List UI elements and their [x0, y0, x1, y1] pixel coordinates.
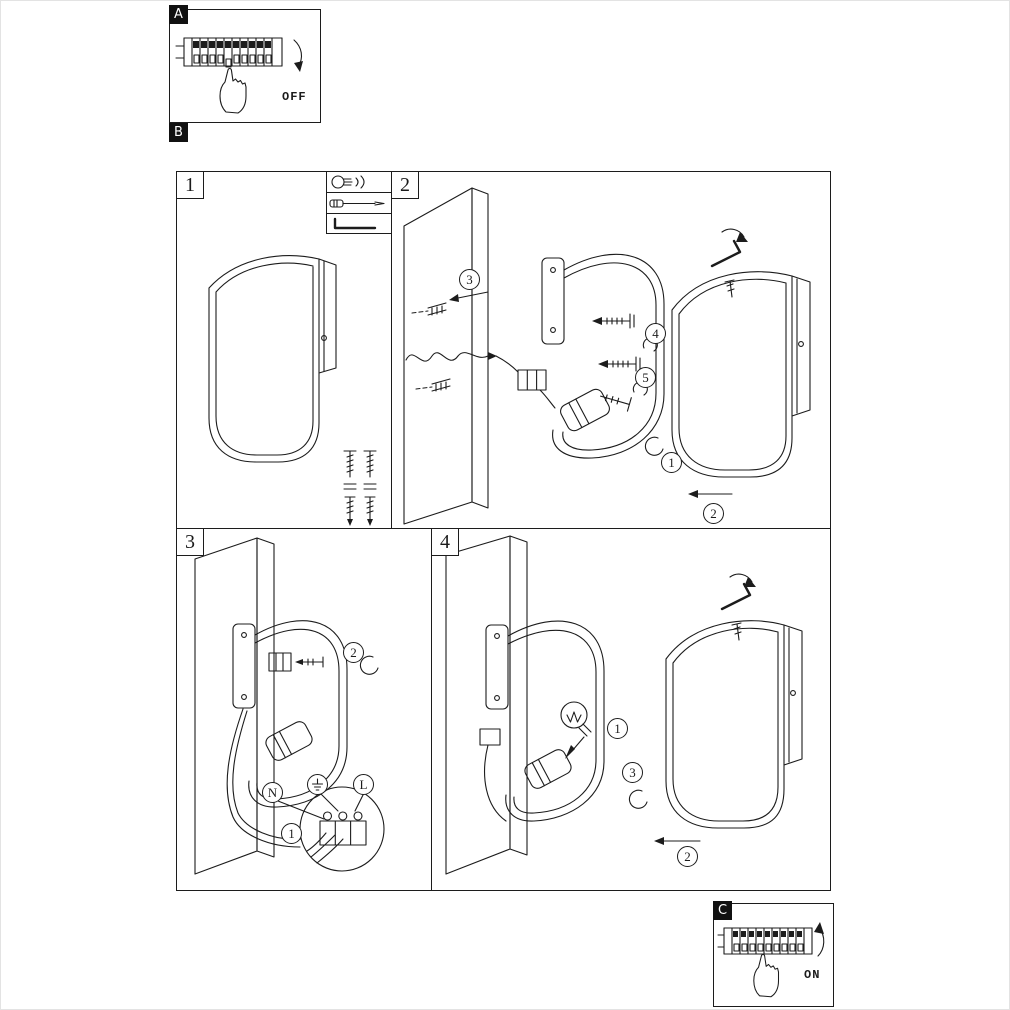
step-4-drawing — [445, 535, 803, 875]
screw-icon — [343, 450, 357, 478]
direction-arrow-icon — [654, 837, 701, 845]
lamp-bracket-drawing — [495, 253, 665, 459]
earth-ground-icon — [311, 778, 324, 791]
screw-icon — [295, 656, 324, 668]
lamp-socket-drawing — [560, 388, 610, 432]
direction-arrow-icon — [565, 736, 585, 759]
hex-key-icon — [710, 239, 742, 268]
retaining-clip-icon — [359, 655, 379, 675]
screw-icon — [364, 496, 376, 526]
wall-lamp-drawing — [208, 255, 337, 463]
direction-arrow-icon — [449, 291, 489, 302]
step-1-drawing — [208, 255, 377, 526]
retaining-clip-icon — [628, 789, 648, 809]
step-4-number: 4 — [432, 529, 459, 556]
cable-drawing — [405, 352, 497, 362]
direction-arrow-icon — [688, 490, 733, 498]
breaker-off-drawing — [175, 37, 303, 114]
tool-screwdriver-row — [327, 192, 391, 213]
step-2-drawing — [403, 187, 811, 525]
wall-drawing — [194, 537, 275, 875]
bulb-icon — [560, 701, 592, 737]
callout-5: 5 — [635, 367, 656, 388]
panel-power-on: ON — [713, 903, 834, 1007]
callout-2: 2 — [343, 642, 364, 663]
lamp-socket-drawing — [524, 749, 572, 789]
tool-hexkey-row — [327, 213, 391, 234]
wall-plug-icon — [363, 483, 377, 490]
wall-drawing — [403, 187, 489, 525]
connector-drawing — [268, 652, 292, 672]
hex-key-icon — [333, 217, 377, 230]
connector-drawing — [479, 728, 501, 746]
screw-icon — [724, 279, 735, 298]
retaining-clip-icon — [644, 436, 664, 456]
tools-legend — [326, 172, 391, 234]
callout-1: 1 — [607, 718, 628, 739]
callout-1: 1 — [281, 823, 302, 844]
breaker-strip-drawing — [175, 37, 283, 68]
callout-1: 1 — [661, 452, 682, 473]
bulb-icon — [331, 175, 365, 189]
callout-2: 2 — [703, 503, 724, 524]
rotation-arrow-icon — [729, 573, 756, 587]
step-1-panel: 1 — [176, 171, 392, 529]
terminal-block-drawing — [517, 369, 547, 391]
screw-icon — [598, 356, 641, 372]
step-2-panel: 2 — [391, 171, 831, 529]
lamp-socket-drawing — [265, 721, 313, 761]
tool-bulb-row — [327, 172, 391, 192]
wall-plug-icon — [415, 378, 451, 392]
wall-drawing — [445, 535, 528, 875]
rotation-arrow-icon — [721, 228, 748, 242]
terminal-label-live: L — [353, 774, 374, 795]
step-1-number: 1 — [177, 172, 204, 199]
panel-power-off: OFF — [169, 9, 321, 123]
screw-icon — [592, 313, 635, 329]
callout-3: 3 — [622, 762, 643, 783]
wall-plug-icon — [343, 483, 357, 490]
power-off-caption: OFF — [282, 90, 307, 104]
callout-4: 4 — [645, 323, 666, 344]
terminal-block-magnified-drawing — [299, 786, 385, 872]
rotation-arrow-icon — [293, 39, 303, 72]
wiring-drawing — [226, 708, 302, 848]
screwdriver-icon — [329, 199, 385, 208]
wall-plug-icon — [411, 302, 447, 316]
hand-icon — [753, 953, 780, 998]
screw-icon — [344, 496, 356, 526]
step-3-number: 3 — [177, 529, 204, 556]
screw-icon — [363, 450, 377, 478]
callout-3: 3 — [459, 269, 480, 290]
section-label-c: C — [713, 901, 732, 920]
mounting-hardware-icons — [343, 450, 377, 526]
breaker-strip-drawing — [717, 927, 813, 955]
power-on-caption: ON — [804, 968, 821, 982]
lamp-bracket-drawing — [232, 620, 348, 808]
hex-key-icon — [720, 582, 752, 611]
rotation-arrow-icon — [814, 922, 825, 957]
section-label-b: B — [169, 123, 188, 142]
step-3-drawing — [194, 537, 385, 875]
hand-icon — [219, 67, 247, 114]
lamp-cover-drawing — [671, 271, 811, 478]
callout-2: 2 — [677, 846, 698, 867]
lamp-cover-drawing — [665, 620, 803, 829]
step-4-panel: 4 — [431, 528, 831, 891]
terminal-leader-lines — [277, 793, 364, 820]
breaker-on-drawing — [717, 922, 825, 998]
section-label-a: A — [169, 5, 188, 24]
lamp-bracket-drawing — [479, 620, 605, 822]
screw-icon — [731, 622, 742, 641]
step-3-panel: 3 — [176, 528, 432, 891]
terminal-label-earth — [307, 774, 328, 795]
terminal-label-neutral: N — [262, 782, 283, 803]
step-2-number: 2 — [392, 172, 419, 199]
screw-icon — [599, 394, 632, 412]
